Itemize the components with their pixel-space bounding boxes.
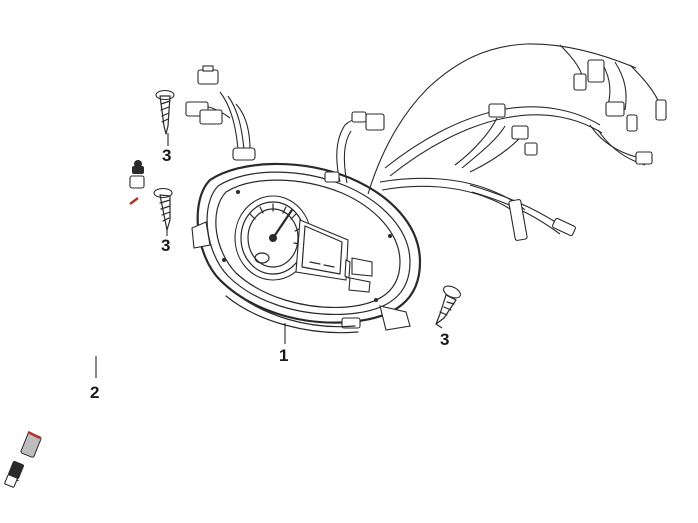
screw-right (435, 285, 461, 325)
connector-top-center (351, 111, 385, 131)
cable-bottom-fitting (4, 430, 42, 488)
connector-top-left (197, 65, 219, 85)
connector-right-pair (488, 103, 538, 156)
callout-label: 3 (162, 146, 171, 165)
wiring-harness (185, 33, 667, 241)
callout-label: 3 (440, 330, 449, 349)
connector-lower-right (508, 199, 576, 241)
cable-top-fitting (129, 160, 145, 205)
callout-label: 2 (90, 383, 99, 402)
callout-1: 1 (279, 323, 288, 365)
callout-3a: 3 (162, 133, 171, 165)
callout-label: 3 (161, 236, 170, 255)
lcd-display (295, 219, 349, 281)
cluster-buttons (344, 257, 373, 293)
speedometer-gauge (234, 195, 312, 281)
screw-middle (153, 187, 173, 231)
connector-left-mid (185, 101, 223, 125)
callout-3b: 3 (161, 229, 170, 255)
callout-2: 2 (90, 356, 99, 402)
speedometer-cable (4, 160, 147, 488)
callout-3c: 3 (435, 323, 449, 349)
instrument-cluster (191, 147, 422, 334)
connector-upper-right (573, 59, 667, 165)
callout-label: 1 (279, 346, 288, 365)
screw-upper (155, 89, 175, 135)
